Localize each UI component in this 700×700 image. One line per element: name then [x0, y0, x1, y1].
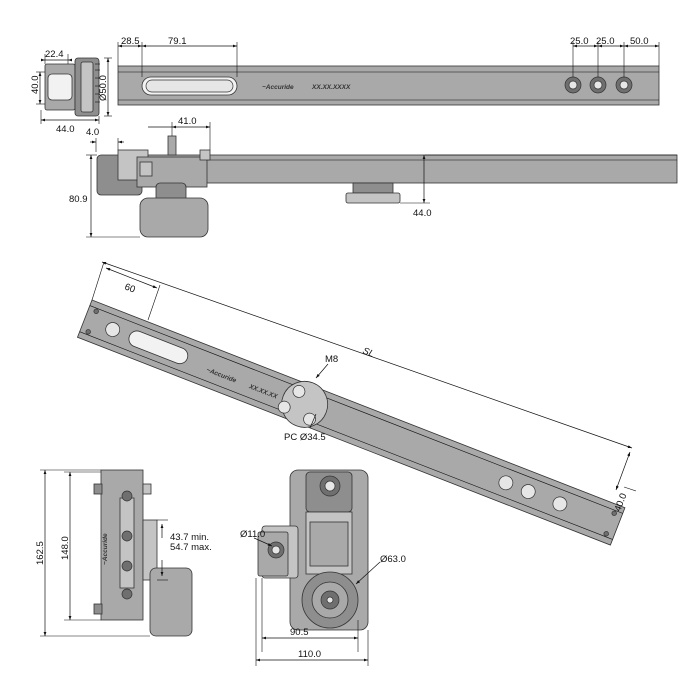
- dim-thread: M8: [325, 354, 338, 365]
- svg-text:~Accuride: ~Accuride: [102, 533, 109, 565]
- dim-range-max: 54.7 max.: [170, 542, 212, 553]
- rail-side-view: [96, 135, 678, 238]
- dim-spigot-offset: 41.0: [178, 116, 197, 127]
- dim-height: 40.0: [30, 76, 41, 95]
- dim-offset: 28.5: [121, 36, 140, 47]
- rail-top-view: ~Accuride XX.XX.XXXX: [117, 65, 660, 106]
- dim-bore: Ø11.0: [240, 529, 265, 540]
- dim-overall-length: SL: [361, 346, 376, 360]
- rail-top-view-dims: 28.5 79.1 25.0 25.0 50.0: [117, 36, 660, 77]
- rail-side-view-dims: 4.0 41.0 80.9 44.0: [69, 116, 677, 238]
- dim-width: 40.0: [613, 492, 630, 513]
- dim-inner-width: 90.5: [290, 627, 309, 638]
- rail-engraving: XX.XX.XXXX: [311, 84, 351, 91]
- carriage-front-view-dims: 162.5 148.0 43.7 min. 54.7 max.: [35, 469, 212, 637]
- rail-iso-view-dims: 60 SL M8 PC Ø34.5 40.0: [91, 261, 637, 513]
- clamp-front-view-dims: Ø11.0 Ø63.0 90.5 110.0: [240, 529, 406, 666]
- dim-knob: Ø63.0: [380, 554, 406, 565]
- dim-front-overall: 162.5: [35, 541, 46, 565]
- dim-pitch-1: 25.0: [570, 36, 589, 47]
- dim-pitch-circle: PC Ø34.5: [284, 432, 326, 443]
- dim-overall-height: 80.9: [69, 194, 88, 205]
- dim-end-length: 60: [123, 282, 137, 296]
- rail-logo: ~Accuride: [262, 84, 294, 91]
- dim-foot-height: 44.0: [413, 208, 432, 219]
- dim-diameter: Ø50.0: [98, 75, 109, 101]
- dim-outer-width: 110.0: [298, 649, 321, 660]
- clamp-front-view: [257, 469, 369, 631]
- dim-pitch-2: 25.0: [596, 36, 615, 47]
- dim-slot-length: 79.1: [168, 36, 187, 47]
- dim-clamp-length: 44.0: [56, 124, 75, 135]
- carriage-front-view: ~Accuride: [93, 469, 193, 637]
- dim-top-offset: 4.0: [86, 127, 99, 138]
- clamp-end-view: [44, 57, 100, 117]
- dim-front-inner: 148.0: [60, 536, 71, 560]
- dim-range-min: 43.7 min.: [170, 532, 209, 543]
- dim-clamp-width: 22.4: [45, 49, 64, 60]
- clamp-end-view-dims: 22.4 40.0 Ø50.0 44.0: [30, 49, 112, 135]
- dim-end-offset: 50.0: [630, 36, 649, 47]
